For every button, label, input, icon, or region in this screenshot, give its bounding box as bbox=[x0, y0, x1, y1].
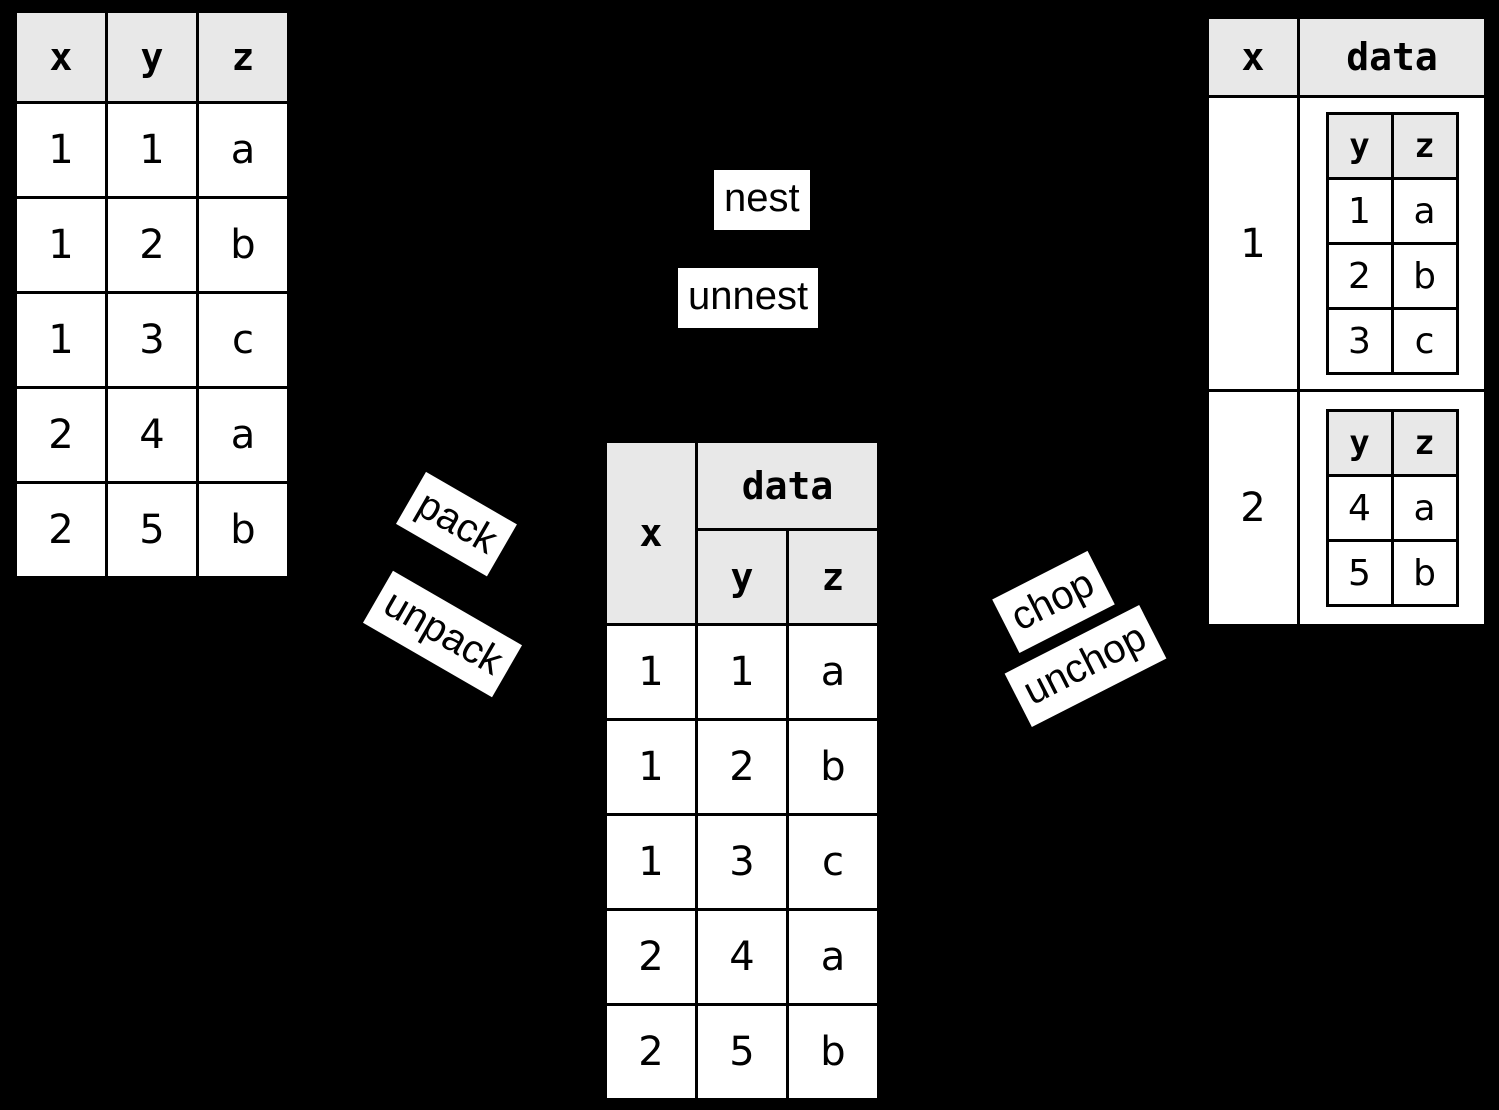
inner-table: y z 1 a 2 b bbox=[1325, 112, 1459, 375]
packed-table-head: x data y z bbox=[607, 443, 877, 623]
cell-y: 5 bbox=[698, 1006, 786, 1098]
inner-cell-y: 1 bbox=[1328, 180, 1391, 242]
cell-x: 1 bbox=[17, 294, 105, 386]
column-header-z: z bbox=[199, 13, 287, 101]
flat-table-head: x y z bbox=[17, 13, 287, 101]
column-header-y: y bbox=[698, 531, 786, 623]
cell-x: 2 bbox=[17, 389, 105, 481]
cell-z: c bbox=[199, 294, 287, 386]
cell-y: 4 bbox=[108, 389, 196, 481]
cell-z: b bbox=[789, 1006, 877, 1098]
cell-z: b bbox=[199, 484, 287, 576]
table-row: 1 3 c bbox=[17, 294, 287, 386]
inner-table: y z 4 a 5 b bbox=[1325, 409, 1459, 607]
inner-table-row: 3 c bbox=[1328, 310, 1456, 372]
inner-header-row: y z bbox=[1328, 115, 1456, 177]
table-header-row-top: x data bbox=[607, 443, 877, 623]
flat-table: x y z 1 1 a 1 2 b 1 3 c 2 4 bbox=[14, 10, 290, 579]
inner-column-header-y: y bbox=[1328, 412, 1391, 474]
cell-z: a bbox=[789, 911, 877, 1003]
inner-table-head: y z bbox=[1328, 115, 1456, 177]
nested-table-head: x data bbox=[1209, 19, 1484, 95]
inner-table-row: 2 b bbox=[1328, 245, 1456, 307]
inner-cell-z: c bbox=[1393, 310, 1456, 372]
cell-y: 1 bbox=[108, 104, 196, 196]
column-header-x: x bbox=[607, 443, 695, 623]
flat-table-body: 1 1 a 1 2 b 1 3 c 2 4 a 2 5 b bbox=[17, 104, 287, 576]
cell-x: 1 bbox=[607, 721, 695, 813]
inner-cell-y: 2 bbox=[1328, 245, 1391, 307]
cell-y: 2 bbox=[698, 721, 786, 813]
inner-cell-y: 4 bbox=[1328, 477, 1391, 539]
cell-y: 3 bbox=[108, 294, 196, 386]
inner-cell-z: a bbox=[1393, 477, 1456, 539]
table-row: 1 1 a bbox=[17, 104, 287, 196]
inner-cell-y: 5 bbox=[1328, 542, 1391, 604]
cell-nested-data: y z 1 a 2 b bbox=[1300, 98, 1484, 389]
inner-table-row: 4 a bbox=[1328, 477, 1456, 539]
cell-x: 2 bbox=[17, 484, 105, 576]
cell-x: 1 bbox=[1209, 98, 1297, 389]
column-header-data: data bbox=[1300, 19, 1484, 95]
inner-table-row: 5 b bbox=[1328, 542, 1456, 604]
operation-label-unnest: unnest bbox=[678, 268, 819, 328]
cell-y: 3 bbox=[698, 816, 786, 908]
column-header-x: x bbox=[17, 13, 105, 101]
cell-x: 2 bbox=[607, 911, 695, 1003]
cell-z: a bbox=[199, 104, 287, 196]
cell-nested-data: y z 4 a 5 b bbox=[1300, 392, 1484, 624]
inner-cell-z: b bbox=[1393, 542, 1456, 604]
table-row: 2 y z 4 a bbox=[1209, 392, 1484, 624]
table-header-row: x data bbox=[1209, 19, 1484, 95]
cell-z: a bbox=[789, 626, 877, 718]
column-header-z: z bbox=[789, 531, 877, 623]
cell-x: 2 bbox=[607, 1006, 695, 1098]
inner-cell-z: a bbox=[1393, 180, 1456, 242]
table-row: 1 2 b bbox=[17, 199, 287, 291]
cell-z: b bbox=[199, 199, 287, 291]
column-header-y: y bbox=[108, 13, 196, 101]
inner-table-body: 4 a 5 b bbox=[1328, 477, 1456, 604]
cell-z: a bbox=[199, 389, 287, 481]
inner-table-head: y z bbox=[1328, 412, 1456, 474]
inner-column-header-y: y bbox=[1328, 115, 1391, 177]
table-row: 1 3 c bbox=[607, 816, 877, 908]
operation-label-pack: pack bbox=[396, 471, 517, 577]
inner-column-header-z: z bbox=[1393, 115, 1456, 177]
cell-x: 1 bbox=[607, 816, 695, 908]
table-row: 2 4 a bbox=[607, 911, 877, 1003]
inner-table-row: 1 a bbox=[1328, 180, 1456, 242]
inner-table-body: 1 a 2 b 3 c bbox=[1328, 180, 1456, 372]
nested-table: x data 1 y z bbox=[1206, 16, 1487, 627]
table-header-row: x y z bbox=[17, 13, 287, 101]
table-header-row-sub: y z bbox=[607, 531, 877, 623]
table-row: 2 5 b bbox=[17, 484, 287, 576]
cell-x: 1 bbox=[17, 104, 105, 196]
packed-table-body: 1 1 a 1 2 b 1 3 c 2 4 a 2 5 b bbox=[607, 626, 877, 1098]
inner-cell-z: b bbox=[1393, 245, 1456, 307]
cell-x: 1 bbox=[607, 626, 695, 718]
table-row: 1 y z 1 a bbox=[1209, 98, 1484, 389]
inner-column-header-z: z bbox=[1393, 412, 1456, 474]
cell-y: 5 bbox=[108, 484, 196, 576]
cell-z: b bbox=[789, 721, 877, 813]
table-row: 1 2 b bbox=[607, 721, 877, 813]
cell-z: c bbox=[789, 816, 877, 908]
table-row: 1 1 a bbox=[607, 626, 877, 718]
column-header-x: x bbox=[1209, 19, 1297, 95]
inner-header-row: y z bbox=[1328, 412, 1456, 474]
cell-y: 4 bbox=[698, 911, 786, 1003]
table-row: 2 5 b bbox=[607, 1006, 877, 1098]
operation-label-unpack: unpack bbox=[362, 570, 523, 698]
operation-label-nest: nest bbox=[714, 170, 810, 230]
packed-table: x data y z 1 1 a 1 2 b 1 3 c bbox=[604, 440, 880, 1101]
cell-y: 2 bbox=[108, 199, 196, 291]
nested-table-body: 1 y z 1 a bbox=[1209, 98, 1484, 624]
column-header-group-data: data bbox=[698, 443, 877, 528]
cell-x: 2 bbox=[1209, 392, 1297, 624]
table-row: 2 4 a bbox=[17, 389, 287, 481]
cell-y: 1 bbox=[698, 626, 786, 718]
cell-x: 1 bbox=[17, 199, 105, 291]
inner-cell-y: 3 bbox=[1328, 310, 1391, 372]
